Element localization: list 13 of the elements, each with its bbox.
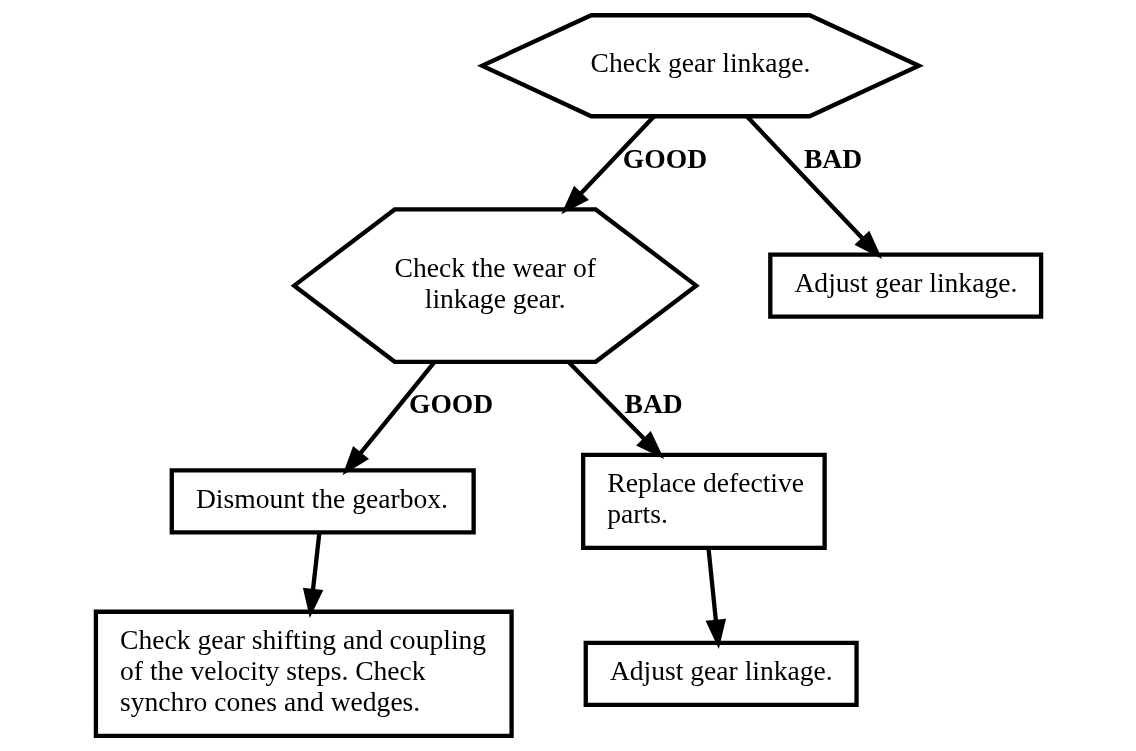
arrow <box>744 115 882 260</box>
edge-label: BAD <box>803 142 862 174</box>
node-box: Replace defective parts. <box>580 452 827 551</box>
edge-label: GOOD <box>622 142 707 174</box>
arrow <box>705 547 726 650</box>
arrow <box>302 532 323 619</box>
node-box: Dismount the gearbox. <box>169 468 476 535</box>
edge-label: GOOD <box>408 388 493 420</box>
arrow <box>560 115 655 215</box>
edge-label: BAD <box>624 388 683 420</box>
node-box: Check gear shifting and coupling of the velocity steps. Check synchro cones and wedges. <box>93 609 514 739</box>
node-box: Adjust gear linkage. <box>767 252 1043 319</box>
node-box: Adjust gear linkage. <box>583 640 859 708</box>
